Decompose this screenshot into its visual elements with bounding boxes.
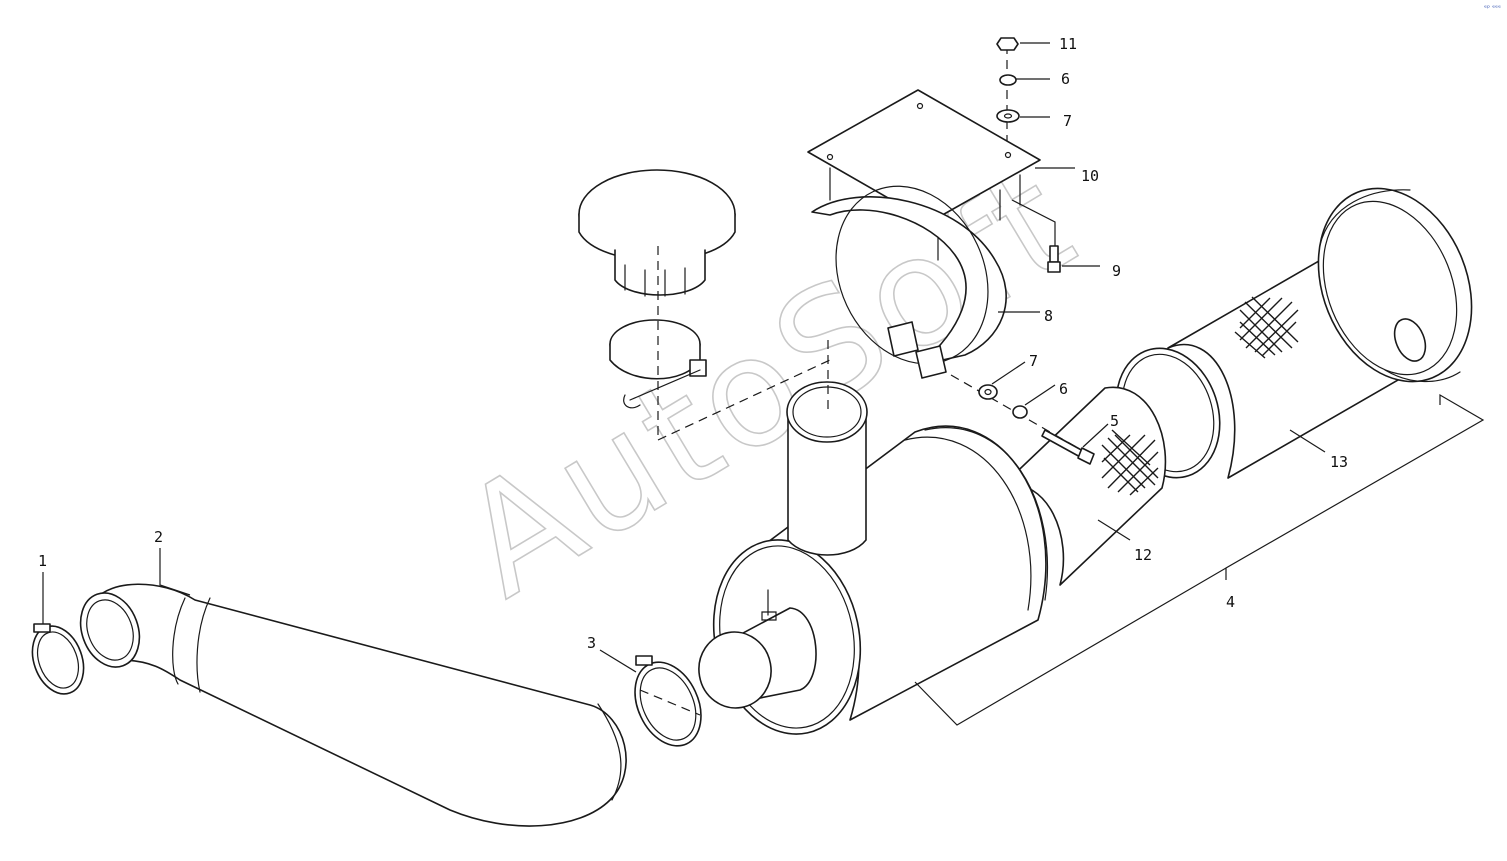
callout-10: 10 <box>1081 167 1099 185</box>
strap-clamp <box>609 319 707 409</box>
callout-7-upper: 7 <box>1063 112 1072 130</box>
intake-hose-2 <box>79 583 627 827</box>
rear-end-cap <box>1317 187 1473 383</box>
callout-leaders <box>42 42 1326 673</box>
mounting-strap-8 <box>811 185 1007 379</box>
hose-clamp-1 <box>31 623 85 695</box>
bolt-5 <box>1041 429 1095 465</box>
mesh-grid-13 <box>1234 296 1299 359</box>
callout-11: 11 <box>1059 35 1077 53</box>
callout-1: 1 <box>38 552 47 570</box>
callout-12: 12 <box>1134 546 1152 564</box>
callout-7-lower: 7 <box>1029 352 1038 370</box>
callout-13: 13 <box>1330 453 1348 471</box>
callout-9: 9 <box>1112 262 1121 280</box>
pre-cleaner-cap <box>578 169 736 297</box>
housing-outlet-pipe <box>698 589 817 709</box>
callout-6-lower: 6 <box>1059 380 1068 398</box>
hose-clamp-3 <box>634 655 702 747</box>
assembly-bracket-4 <box>914 393 1485 726</box>
callout-2: 2 <box>154 528 163 546</box>
nut-11 <box>996 37 1019 51</box>
callout-5: 5 <box>1110 412 1119 430</box>
centerline-diagonal <box>657 359 831 441</box>
flat-washer-7-side <box>978 384 998 400</box>
centerline-outlet <box>639 689 701 716</box>
callout-8: 8 <box>1044 307 1053 325</box>
callout-6-upper: 6 <box>1061 70 1070 88</box>
corner-mark: ᵉᵖ ᵉᵉᵉ <box>1484 4 1501 12</box>
bolt-9 <box>1047 245 1061 273</box>
callout-3: 3 <box>587 634 596 652</box>
callout-4: 4 <box>1226 593 1235 611</box>
flat-washer-7-top <box>996 109 1020 123</box>
leader-bracket-9 <box>1011 199 1056 250</box>
lock-washer-6-side <box>1012 405 1028 419</box>
filter-element-12 <box>1002 386 1167 586</box>
lock-washer-6-top <box>999 74 1017 86</box>
mesh-grid-12 <box>1101 429 1159 496</box>
vertical-intake-pipe <box>786 381 868 556</box>
callout-labels: 1 2 3 4 5 6 6 7 7 8 9 10 11 12 13 <box>38 35 1348 652</box>
